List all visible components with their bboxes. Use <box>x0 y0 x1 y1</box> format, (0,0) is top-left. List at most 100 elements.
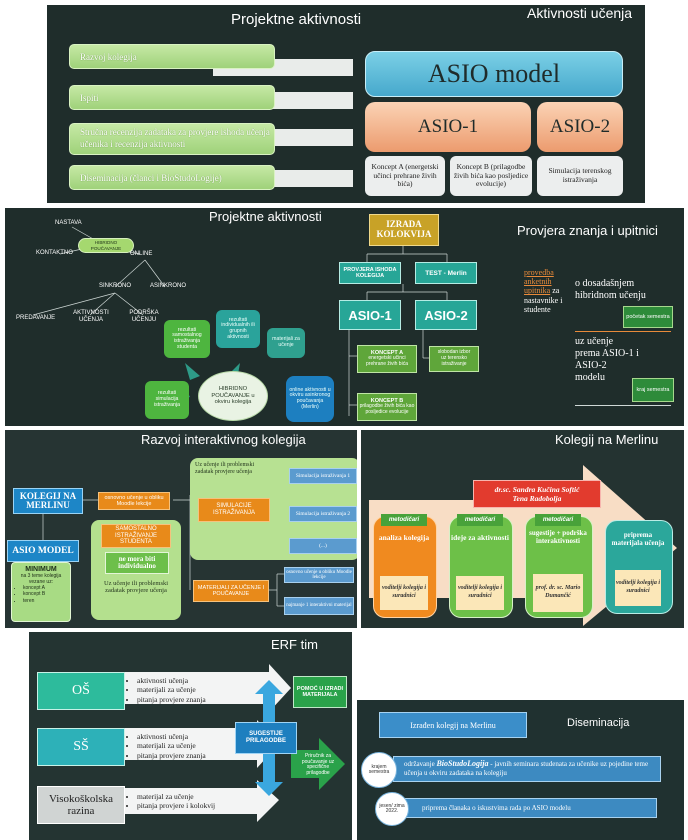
col-main-analiza: analiza kolegija <box>378 533 430 542</box>
minimum-item: teren <box>23 598 67 604</box>
simulacija-box: Simulacija terenskog istraživanja <box>537 156 623 196</box>
tag-metodicari: metodičari <box>457 514 503 526</box>
koncept-b-sub: prilagodbe živih bića kao posljedice evo… <box>359 403 415 416</box>
slide-projektne-aktivnosti-2: Projektne aktivnosti Provjera znanja i u… <box>5 208 684 426</box>
simulacija-2-box: Simulacija istraživanja 2 <box>289 506 357 522</box>
tree-lines <box>32 226 166 316</box>
kolegij-na-merlinu-box: KOLEGIJ NA MERLINU <box>13 488 83 514</box>
list-item: materijali za učenje <box>137 741 206 750</box>
list-item: pitanja provjere znanja <box>137 751 206 760</box>
slobodan-sub: uz terensko istraživanje <box>441 355 467 367</box>
provedba-text: provedba anketnih upitnika za nastavnike… <box>524 268 570 314</box>
list-item: pitanja provjere i kolokvij <box>137 801 215 810</box>
kolokvij-lines <box>348 245 448 416</box>
list-item: aktivnosti učenja <box>137 732 206 741</box>
tag-metodicari: metodičari <box>381 514 427 526</box>
materijali-box: MATERIJALI ZA UČENJE I POUČAVANJE <box>193 580 269 602</box>
pocetak-semestra-badge: početak semestra <box>623 306 673 328</box>
row-ss-list: aktivnosti učenja materijali za učenje p… <box>129 732 206 760</box>
list-item: materijal za učenje <box>137 792 215 801</box>
simulacija-more-box: (...) <box>289 538 357 554</box>
author-1: dr.sc. Sandra Kučina Softić <box>494 485 580 494</box>
concept-b-box: Koncept B (prilagodbe živih bića kao pos… <box>450 156 532 196</box>
cycle-online-aktivnosti: online aktivnosti u okviru asinkronog po… <box>286 376 334 422</box>
o-dosadasnjem: o dosadašnjem hibridnom učenju <box>575 278 646 301</box>
slide6-title: Diseminacija <box>567 717 630 729</box>
row-vs-list: materijal za učenje pitanja provjere i k… <box>129 792 215 811</box>
asio-model-blue: ASIO MODEL <box>7 540 79 562</box>
kraj-semestra-circle: krajem semestra <box>361 752 397 788</box>
slobodan-izbor-box: slobodan izbor uz terensko istraživanje <box>429 346 479 372</box>
slide2-right-title: Provjera znanja i upitnici <box>517 223 658 238</box>
col-main-sugestije: sugestije + podrška interaktivnosti <box>529 529 587 545</box>
slide3-title: Razvoj interaktivnog kolegija <box>141 432 306 447</box>
cycle-center: HIBRIDNO POUČAVANJE u okviru kolegija <box>198 371 268 421</box>
jesen-circle: jesen/ zima 2022. <box>375 792 409 826</box>
row-ss-label: SŠ <box>37 728 125 766</box>
slide1-left-title: Projektne aktivnosti <box>231 11 362 28</box>
uz-ucenje-text: uz učenje prema ASIO-1 i ASIO-2 modelu <box>575 336 639 383</box>
slide-razvoj-kolegija: Razvoj interaktivnog kolegija KOLEGIJ NA… <box>5 430 357 628</box>
row-os-list: aktivnosti učenja materijali za učenje p… <box>129 676 206 704</box>
koncept-b-box: KONCEPT B prilagodbe živih bića kao posl… <box>357 393 417 421</box>
simulacija-1-box: Simulacija istraživanja 1 <box>289 468 357 484</box>
sugestije-box: SUGESTIJE PRILAGODBE <box>235 722 297 754</box>
author-2: Tena Radobolja <box>512 494 562 503</box>
bar-ispiti: Ispiti <box>69 85 275 110</box>
asio-2-box: ASIO-2 <box>537 102 623 152</box>
minimum-title: MINIMUM <box>25 566 57 573</box>
bar-strucna-recenzija: Stručna recenzija zadataka za provjere i… <box>69 123 275 155</box>
dis-row-2: priprema članaka o iskustvima rada po AS… <box>389 798 657 818</box>
asio-2-teal: ASIO-2 <box>415 300 477 330</box>
izraden-kolegij-box: Izrađen kolegij na Merlinu <box>379 712 527 738</box>
slide5-title: ERF tim <box>271 637 318 652</box>
node-asinkrono: ASINKRONO <box>150 283 187 289</box>
node-aktivnosti-ucenja: AKTIVNOSTI UČENJA <box>73 310 109 323</box>
upitnik-divider <box>575 331 671 332</box>
list-item: aktivnosti učenja <box>137 676 206 685</box>
minimum-list: koncept A koncept B teren <box>15 585 67 604</box>
slide-kolegij-na-merlinu: Kolegij na Merlinu dr.sc. Sandra Kučina … <box>361 430 684 628</box>
slide-erf-tim: ERF tim OŠ aktivnosti učenja materijali … <box>29 632 352 840</box>
koncept-a-label: KONCEPT A <box>370 350 404 357</box>
list-item: pitanja provjere znanja <box>137 695 206 704</box>
cycle-rezultati-samostalnog: rezultati samostalnog istraživanja stude… <box>164 320 210 358</box>
najmanje-box: najmanje 1 interaktivni materijal <box>284 597 354 615</box>
odrzavanje-pre: održavanje <box>404 760 437 768</box>
slide4-title: Kolegij na Merlinu <box>555 432 659 447</box>
concept-a-box: Koncept A (energetski učinci prehrane ži… <box>365 156 445 196</box>
asio-1-box: ASIO-1 <box>365 102 531 152</box>
minimum-item: koncept B <box>23 591 67 597</box>
node-online: ONLINE <box>130 251 153 257</box>
node-nastava: NASTAVA <box>55 220 82 226</box>
cycle-materijali: materijali za učenje <box>267 328 305 358</box>
bar-diseminacija: Diseminacija (članci i BioStudoLogije) <box>69 165 275 190</box>
pomoc-box: POMOĆ U IZRADI MATERIJALA <box>293 676 347 708</box>
bar-razvoj-kolegija: Razvoj kolegija <box>69 44 275 69</box>
minimum-item: koncept A <box>23 585 67 591</box>
col-foot-analiza: voditelji kolegija i suradnici <box>380 576 428 610</box>
node-hibridno: HIBRIDNO POUČAVANJE <box>78 238 134 253</box>
authors-banner: dr.sc. Sandra Kučina Softić Tena Radobol… <box>473 480 601 508</box>
slide2-left-title: Projektne aktivnosti <box>209 209 322 224</box>
asio-1-teal: ASIO-1 <box>339 300 401 330</box>
samostalno-box: SAMOSTALNO ISTRAŽIVANJE STUDENTA <box>101 524 171 548</box>
za-nastavnike: za nastavnike i studente <box>524 286 563 314</box>
koncept-a-box: KONCEPT A energetski učinci prehrane živ… <box>357 345 417 373</box>
koncept-a-sub: energetski učinci prehrane živih bića <box>366 355 408 368</box>
provedba-upitnika: provedba anketnih upitnika <box>524 268 554 296</box>
upitnik-divider-2 <box>575 405 671 406</box>
node-kontaktno: KONTAKTNO <box>36 250 73 256</box>
prirucnik-box: Priručnik za poučavanje uz specifične pr… <box>301 753 335 776</box>
slobodan-label: slobodan izbor <box>437 349 471 356</box>
ne-mora-box: ne mora biti individualno <box>105 552 169 574</box>
asio-model-box: ASIO model <box>365 51 623 97</box>
col-main-ideje: ideje za aktivnosti <box>451 533 509 542</box>
odrzavanje-post: - javnih seminara studenata za učenike u… <box>404 760 649 778</box>
tag-metodicari: metodičari <box>535 514 581 526</box>
list-item: materijali za učenje <box>137 685 206 694</box>
node-podrska-ucenju: PODRŠKA UČENJU <box>129 310 159 323</box>
minimum-sub: na 3 teme kolegija vezane uz: <box>20 573 62 585</box>
slide-diseminacija: Izrađen kolegij na Merlinu Diseminacija … <box>357 700 684 840</box>
kraj-semestra-badge: kraj semestra <box>632 378 674 402</box>
